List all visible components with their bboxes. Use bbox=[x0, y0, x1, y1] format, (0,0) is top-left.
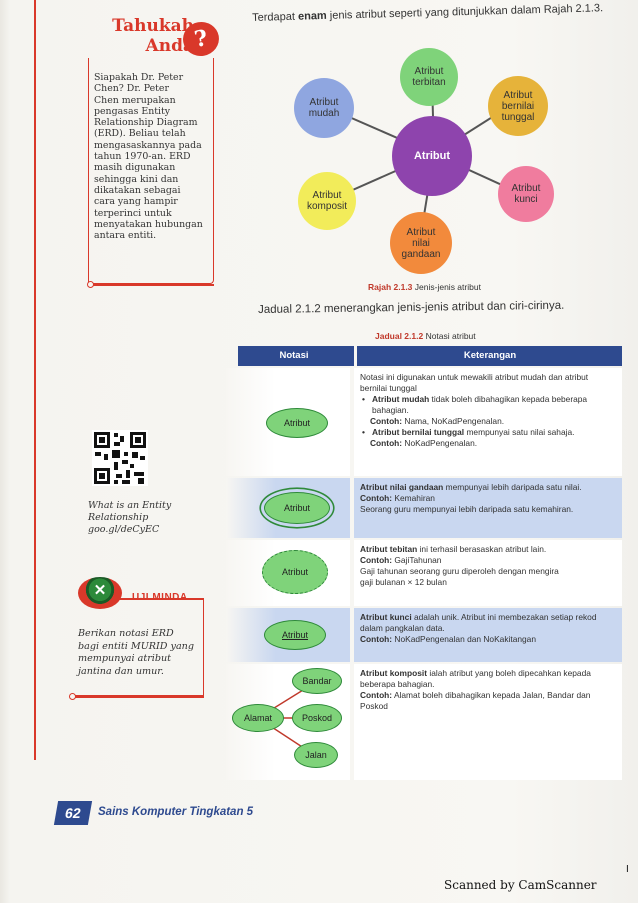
tahukah-hook bbox=[87, 281, 94, 288]
simple-attribute-ellipse: Atribut bbox=[266, 408, 328, 438]
header-notasi: Notasi bbox=[279, 350, 309, 361]
composite-part-ellipse: Bandar bbox=[292, 668, 342, 694]
uji-hook bbox=[69, 693, 76, 700]
qr-caption: What is an Entity Relationship goo.gl/de… bbox=[88, 500, 172, 535]
uji-minda-box bbox=[72, 598, 204, 696]
table-row: Atribut Atribut kunci adalah unik. Atrib… bbox=[226, 608, 622, 662]
composite-part-ellipse: Poskod bbox=[292, 704, 342, 732]
intro-sentence: Terdapat enam jenis atribut seperti yang… bbox=[252, 2, 604, 24]
uji-minda-text: Berikan notasi ERD bagi entiti MURID yan… bbox=[78, 628, 194, 677]
derived-attribute-ellipse: Atribut bbox=[262, 550, 328, 594]
row-description: Atribut kunci adalah unik. Atribut ini m… bbox=[354, 608, 622, 662]
book-title: Sains Komputer Tingkatan 5 bbox=[98, 806, 254, 818]
table-row: Alamat Bandar Poskod Jalan Atribut kompo… bbox=[226, 664, 622, 780]
table-caption: Jadual 2.1.2 Notasi atribut bbox=[375, 331, 476, 341]
uji-minda-icon: ✕ bbox=[78, 577, 122, 609]
uji-minda-title: UJI MINDA bbox=[132, 592, 188, 603]
uji-hook-line bbox=[74, 696, 204, 698]
table-header: Notasi Keterangan bbox=[238, 346, 622, 366]
composite-part-ellipse: Jalan bbox=[294, 742, 338, 768]
table-intro-sentence: Jadual 2.1.2 menerangkan jenis-jenis atr… bbox=[258, 299, 565, 316]
table-row: Atribut Atribut tebitan ini terhasil ber… bbox=[226, 540, 622, 606]
tahukah-title: Tahukah Anda bbox=[112, 16, 194, 56]
edge-mark: I bbox=[626, 864, 629, 875]
table-row: Atribut Notasi ini digunakan untuk mewak… bbox=[226, 368, 622, 476]
tahukah-box bbox=[88, 58, 214, 284]
scanner-watermark: Scanned by CamScanner bbox=[444, 878, 597, 892]
x-icon: ✕ bbox=[93, 582, 107, 599]
composite-main-ellipse: Alamat bbox=[232, 704, 284, 732]
qr-code-icon[interactable] bbox=[92, 430, 148, 486]
row-description: Notasi ini digunakan untuk mewakili atri… bbox=[354, 368, 622, 476]
margin-line bbox=[34, 0, 36, 760]
page-number: 62 bbox=[53, 801, 93, 825]
row-description: Atribut tebitan ini terhasil berasaskan … bbox=[354, 540, 622, 606]
table-row: Atribut Atribut nilai gandaan mempunyai … bbox=[226, 478, 622, 538]
row-description: Atribut komposit ialah atribut yang bole… bbox=[354, 664, 622, 780]
key-attribute-ellipse: Atribut bbox=[264, 620, 326, 650]
tahukah-hook-line bbox=[92, 284, 214, 286]
header-keterangan: Keterangan bbox=[463, 350, 517, 361]
tahukah-text: Siapakah Dr. Peter Chen? Dr. Peter Chen … bbox=[94, 72, 203, 242]
uji-top-line bbox=[118, 598, 204, 600]
diagram-caption: Rajah 2.1.3 Jenis-jenis atribut bbox=[368, 282, 481, 292]
multivalued-attribute-ellipse: Atribut bbox=[264, 492, 330, 524]
notasi-atribut-table: Notasi Keterangan Atribut Notasi ini dig… bbox=[226, 346, 622, 780]
center-attribute-bubble: Atribut bbox=[392, 116, 472, 196]
row-description: Atribut nilai gandaan mempunyai lebih da… bbox=[354, 478, 622, 538]
